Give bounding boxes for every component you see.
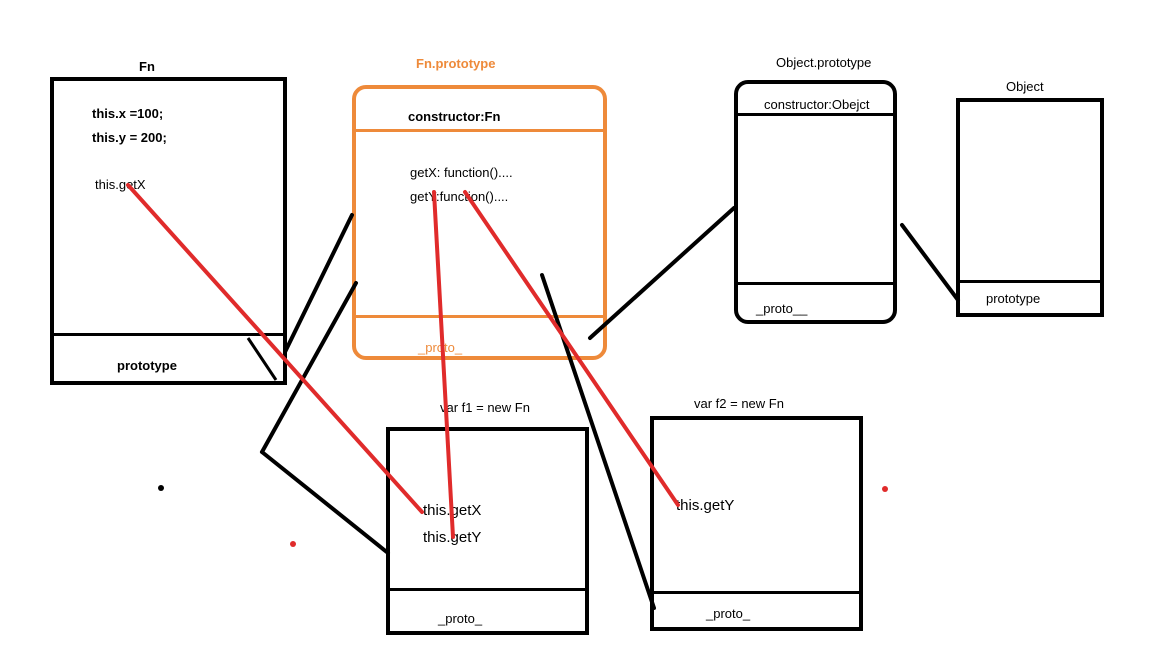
f2-divider [652,591,861,594]
object-prototype-box [734,80,897,324]
fn-prototype-proto: _proto_ [418,340,463,355]
object-prototype-title: Object.prototype [776,55,872,70]
fn-prototype-title: Fn.prototype [416,56,496,71]
fn-this-x: this.x =100; [92,106,164,121]
fn-prototype-label: prototype [117,358,177,373]
fn-this-y: this.y = 200; [92,130,167,145]
object-prototype-constructor: constructor:Obejct [764,97,870,112]
fn-prototype-arrow-tick [246,337,278,381]
object-prototype-divider-bottom [736,282,895,285]
f1-title: var f1 = new Fn [440,400,530,415]
object-box [956,98,1104,317]
f1-proto-to-fn-prototype-link-2 [260,281,358,454]
fn-prototype-divider-bottom [354,315,605,318]
f1-proto-to-fn-prototype-link [260,450,390,555]
fn-prototype-box [352,85,607,360]
fn-divider [52,333,285,336]
object-prototype-to-object-link [900,223,960,302]
fn-prototype-to-fn-link [283,213,354,354]
f1-proto: _proto_ [438,611,483,626]
object-title: Object [1006,79,1044,94]
object-prototype-divider-top [736,113,895,116]
fn-box [50,77,287,385]
object-divider [958,280,1102,283]
black-dot [158,485,164,491]
red-dot-left [290,541,296,547]
f2-proto: _proto_ [706,606,751,621]
fn-prototype-divider-top [354,129,605,132]
f2-title: var f2 = new Fn [694,396,784,411]
red-dot-right [882,486,888,492]
f1-box [386,427,589,635]
prototype-gety-to-f2-gety-link [463,190,680,507]
f1-divider [388,588,587,591]
fn-prototype-constructor: constructor:Fn [408,109,501,124]
f2-box [650,416,863,631]
fn-title: Fn [139,59,155,74]
f2-this-gety: this.getY [676,497,735,514]
object-prototype-proto: _proto__ [756,301,808,316]
fn-prototype-getx: getX: function().... [410,165,513,180]
object-prototype-label: prototype [986,291,1041,306]
fn-getx-to-f1-getx-link [126,183,424,514]
fn-prototype-proto-to-object-prototype-link [588,206,736,340]
prototype-getx-to-f1-gety-link [432,190,455,539]
